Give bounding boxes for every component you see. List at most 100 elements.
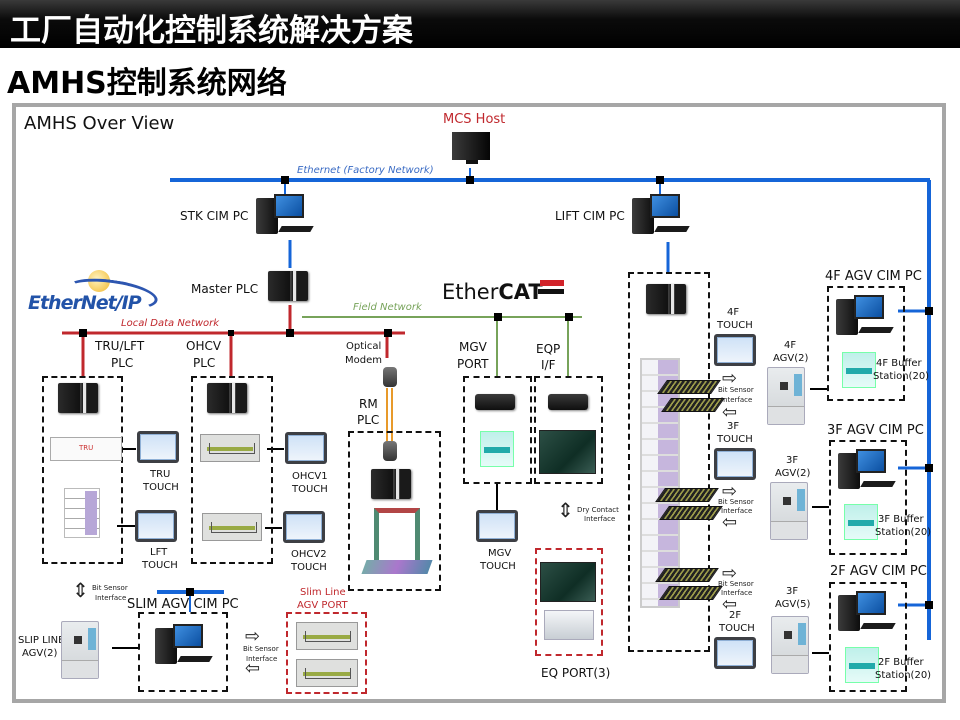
section-title: AMHS控制系统网络 [7,66,287,101]
eq-port-group [535,548,603,656]
touch-3f-label-1: 3F [727,421,740,432]
touch-4f-label-2: TOUCH [717,320,753,331]
touch-3f-panel[interactable] [714,448,756,480]
eqp-interface-image [539,430,596,474]
slim-line-port-group [286,612,367,694]
tru-lft-plc-label-2: PLC [111,356,134,370]
master-plc-icon[interactable] [268,271,308,301]
lift-plc-icon[interactable] [646,284,686,314]
diagram-title: AMHS Over View [24,113,175,134]
slim-port-conveyor-icon[interactable] [296,622,358,650]
bit-sensor-slim-port-label-1: Bit Sensor [243,645,279,653]
buffer-4f-icon[interactable] [842,352,876,388]
lift-group [628,272,710,652]
stacker-crane-icon[interactable] [361,508,434,578]
ohcv1-touch-label-2: TOUCH [292,484,328,495]
mgv-touch-panel[interactable] [476,510,518,542]
stk-cim-pc-icon[interactable] [256,194,318,240]
eqp-if-plc-icon[interactable] [548,394,588,410]
rm-plc-icon[interactable] [371,469,411,499]
junction-node [228,330,234,336]
eq-machine-icon[interactable] [544,610,594,640]
lift-tray-3f [655,488,719,502]
page-title: 工厂自动化控制系统解决方案 [10,13,413,49]
slip-line-agv-label-2: AGV(2) [22,648,58,659]
agv-3f-icon[interactable] [770,482,808,540]
arrow-right-icon: ⇨ [722,481,738,502]
tru-unit-icon[interactable]: TRU [50,437,122,461]
bit-sensor-vertical-arrow-icon: ⇕ [72,578,89,602]
slim-line-port-label-2: AGV PORT [297,600,348,611]
lft-unit-icon[interactable] [64,488,100,538]
buffer-3f-icon[interactable] [844,504,878,540]
ohcv1-touch-panel[interactable] [285,432,327,464]
tru-lft-plc-label-1: TRU/LFT [95,339,145,353]
buffer-4f-label-2: Station(20) [873,371,930,382]
agv-3f-label-2: AGV(2) [775,468,811,479]
touch-2f-label-1: 2F [729,610,742,621]
buffer-4f-label-1: 4F Buffer [876,358,922,369]
touch-4f-panel[interactable] [714,334,756,366]
cim-2f-pc-icon[interactable] [838,591,900,637]
mgv-port-plc-icon[interactable] [475,394,515,410]
tru-touch-label-2: TOUCH [143,482,179,493]
slim-agv-cim-pc-label: SLIM AGV CIM PC [127,597,239,612]
cim-3f-group [829,440,907,555]
bit-sensor-2f-label-1: Bit Sensor [718,580,754,588]
lift-cim-pc-icon[interactable] [632,194,694,240]
agv-4f-icon[interactable] [767,367,805,425]
ohcv-plc-icon[interactable] [207,383,247,413]
optical-modem-icon[interactable] [383,441,397,461]
slim-agv-cim-pc-icon[interactable] [155,624,217,670]
mgv-touch-label-2: TOUCH [480,561,516,572]
slip-line-agv-icon[interactable] [61,621,99,679]
header-bar: 工厂自动化控制系统解决方案 [0,0,960,49]
cim-3f-label: 3F AGV CIM PC [827,423,924,438]
lft-touch-panel[interactable] [135,510,177,542]
touch-3f-label-2: TOUCH [717,434,753,445]
mgv-port-station-icon[interactable] [480,431,514,467]
rm-plc-group [348,431,441,591]
cim-2f-label: 2F AGV CIM PC [830,564,927,579]
ohcv2-touch-panel[interactable] [283,511,325,543]
ethernet-network-label: Ethernet (Factory Network) [297,165,434,176]
agv-2f-icon[interactable] [771,616,809,674]
cim-2f-group [829,582,907,692]
slim-port-conveyor-icon[interactable] [296,659,358,687]
optical-modem-label-2: Modem [345,355,382,366]
bit-sensor-2f-label-2: Interface [721,589,753,597]
optical-modem-label-1: Optical [346,341,382,352]
tru-lft-plc-icon[interactable] [58,383,98,413]
touch-2f-panel[interactable] [714,637,756,669]
lift-tray-2f [659,586,723,600]
ohcv2-touch-label-2: TOUCH [291,562,327,573]
mcs-host-computer-icon[interactable] [452,132,492,166]
junction-node [286,329,294,337]
ohcv2-conveyor-icon[interactable] [202,513,262,541]
rm-plc-label-1: RM [359,397,378,411]
ethernet-ip-logo: EtherNet/IP [28,268,160,320]
lft-touch-label-2: TOUCH [142,560,178,571]
tru-touch-label-1: TRU [150,469,171,480]
arrow-right-icon: ⇨ [722,563,738,584]
arrow-left-icon: ⇦ [245,658,261,679]
bit-sensor-3f-label-2: Interface [721,507,753,515]
cim-3f-pc-icon[interactable] [838,449,900,495]
junction-node [494,313,502,321]
slim-agv-cim-pc-group [138,612,228,692]
buffer-3f-label-2: Station(20) [875,527,932,538]
ethercat-arrow-icon [540,280,564,286]
junction-node [384,329,392,337]
bit-sensor-4f-label-1: Bit Sensor [718,386,754,394]
optical-modem-icon[interactable] [383,367,397,387]
ohcv-plc-label-2: PLC [193,356,216,370]
buffer-2f-label-2: Station(20) [875,670,932,681]
dry-contact-arrow-icon: ⇕ [557,498,574,522]
ohcv1-conveyor-icon[interactable] [200,434,260,462]
buffer-2f-icon[interactable] [845,647,879,683]
touch-4f-label-1: 4F [727,307,740,318]
tru-touch-panel[interactable] [137,431,179,463]
dry-contact-label-1: Dry Contact [577,506,619,514]
bit-sensor-slim-label-2: Interface [95,594,127,602]
cim-4f-pc-icon[interactable] [836,295,898,341]
